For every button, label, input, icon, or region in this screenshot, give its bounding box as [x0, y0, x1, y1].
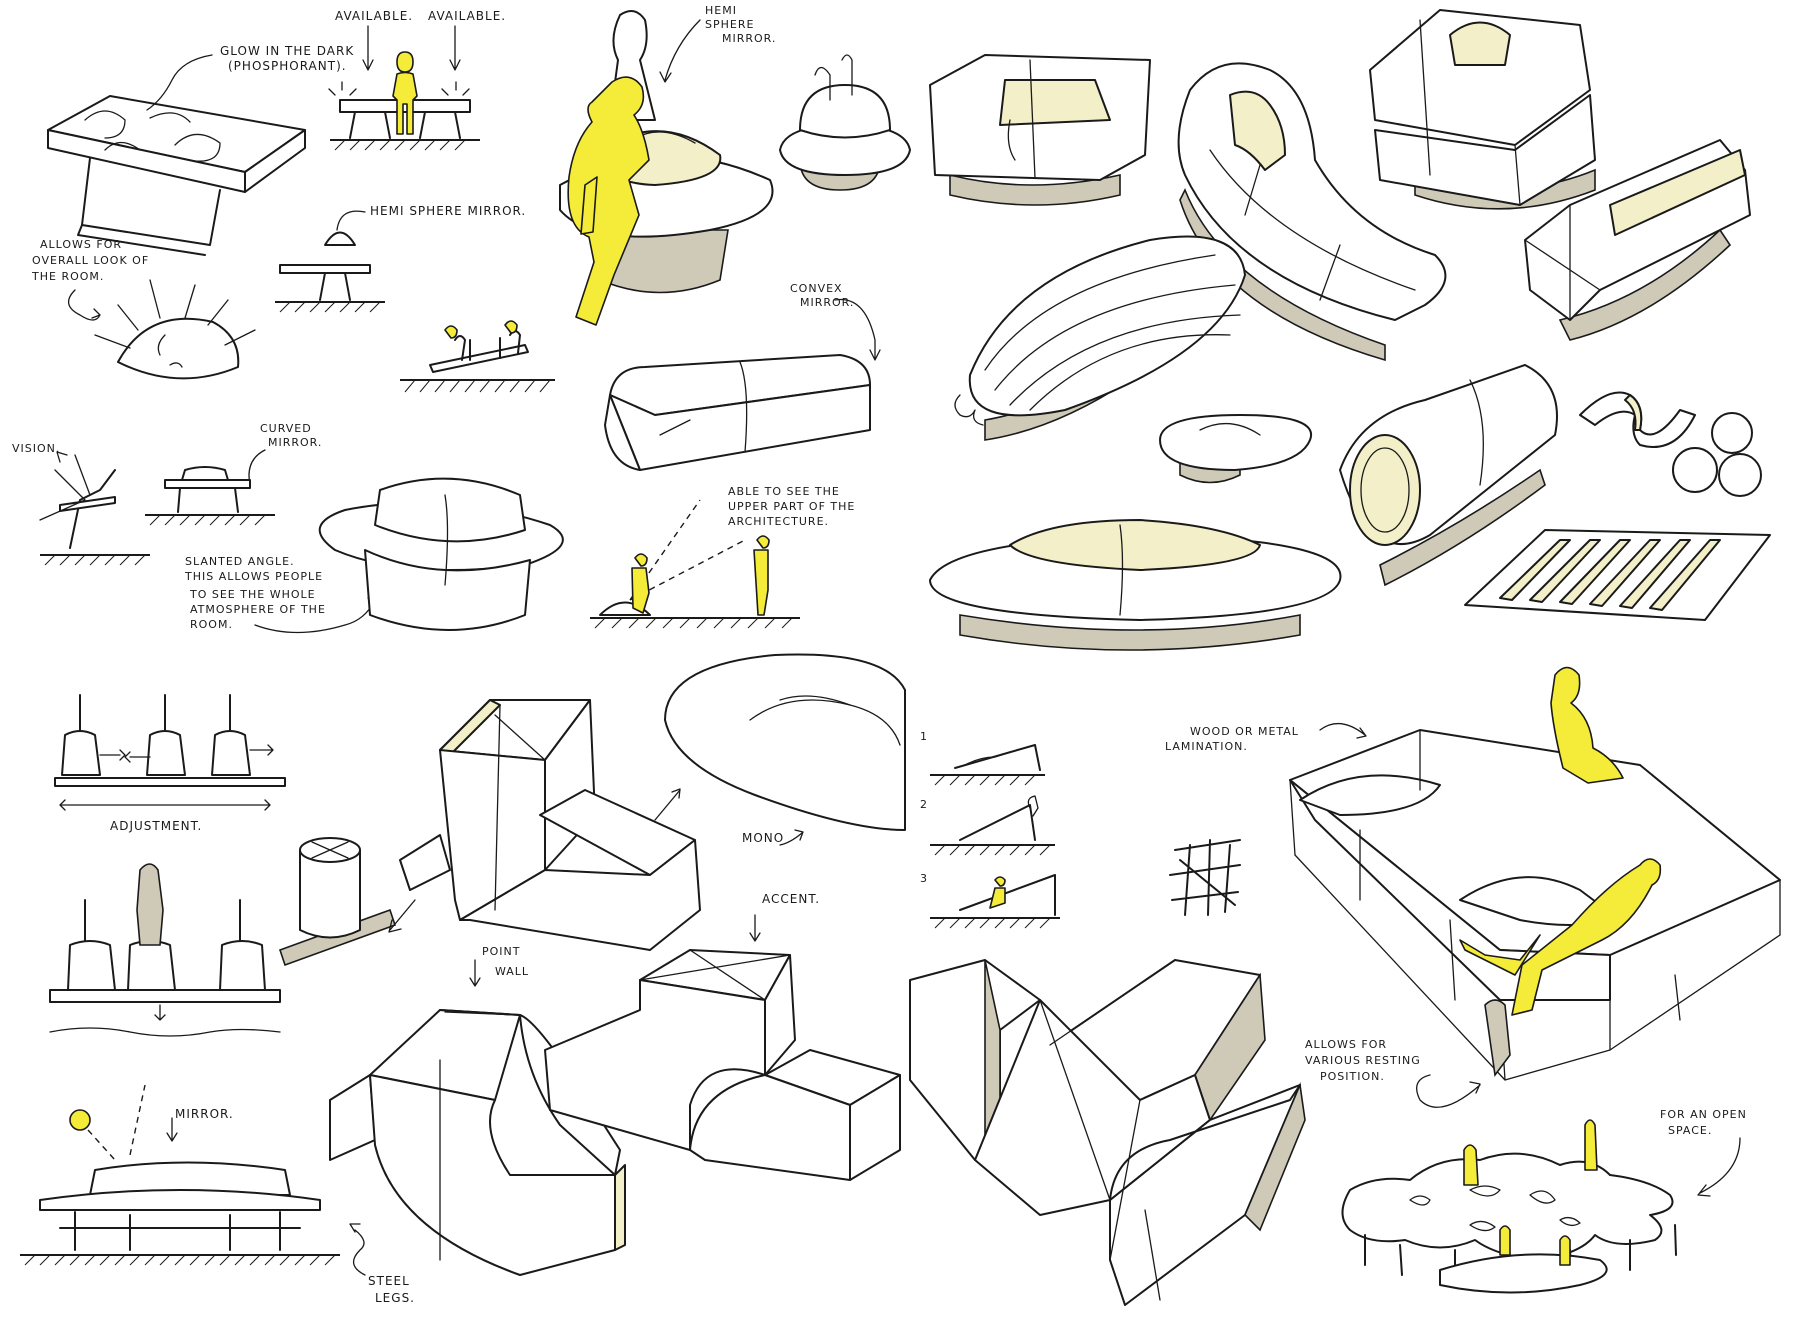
mirror-arrow: [167, 1118, 177, 1141]
accent-label: ACCENT.: [762, 892, 820, 906]
adjustment-bench-sketch: [55, 695, 285, 810]
curved-mirror-table-sketch: [145, 467, 275, 525]
hemi-label-line1: HEMI: [705, 4, 737, 17]
l-block-sketch: [400, 700, 700, 950]
step-1-label: 1: [920, 730, 928, 743]
curved-label-line1: CURVED: [260, 422, 312, 435]
mono-oval-arrow: [655, 789, 680, 820]
slanted-label-line3: TO SEE THE WHOLE: [189, 588, 316, 601]
hemi-label-line2: SPHERE: [705, 18, 754, 31]
lamination-grid-sketch: [1170, 840, 1240, 915]
resting-arrow: [1417, 1075, 1480, 1107]
platform-lounge-sketch: [1290, 668, 1780, 1081]
folded-block-sketch: [910, 960, 1305, 1305]
quadrant-bottom-right: 1 2 3 WOOD OR METAL LAMINATION.: [910, 668, 1780, 1306]
hemi-seat-sketch: [275, 233, 385, 313]
slanted-label-line2: THIS ALLOWS PEOPLE: [184, 570, 323, 583]
available-right-label: AVAILABLE.: [428, 9, 506, 23]
ribbed-capsule-sketch: [955, 237, 1245, 440]
vision-seat-sketch: [40, 452, 150, 565]
point-arrow: [470, 960, 480, 986]
mirror-label: MIRROR.: [175, 1107, 234, 1121]
convex-label-line1: CONVEX: [790, 282, 843, 295]
cube-seat-sketch: [930, 55, 1150, 205]
able-label-line1: ABLE TO SEE THE: [728, 485, 840, 498]
steel-label-line2: LEGS.: [375, 1291, 415, 1305]
available-left-arrow: [363, 26, 373, 70]
wood-label-line1: WOOD OR METAL: [1190, 725, 1299, 738]
slanted-label-line1: SLANTED ANGLE.: [185, 555, 295, 568]
open-label-line1: FOR AN OPEN: [1660, 1108, 1747, 1121]
resting-label-line3: POSITION.: [1320, 1070, 1385, 1083]
hemi-label-arrow: [660, 20, 700, 82]
allows-label-line1: ALLOWS FOR: [40, 238, 122, 251]
ufo-table-sketch: [780, 55, 910, 190]
able-label-line2: UPPER PART OF THE: [728, 500, 855, 513]
reclined-seat-sketch: [400, 321, 555, 392]
glow-arrow: [147, 55, 212, 110]
steel-label-line1: STEEL: [368, 1274, 410, 1288]
barrel-stool-sketch: [280, 838, 395, 965]
glow-label-line2: (PHOSPHORANT).: [228, 59, 347, 73]
allows-label-line2: OVERALL LOOK OF: [32, 254, 149, 267]
wave-strip-sketch: [1580, 393, 1695, 448]
resting-label-line1: ALLOWS FOR: [1305, 1038, 1387, 1051]
mono-label: MONO: [742, 831, 784, 845]
convex-label-line2: MIRROR.: [800, 296, 854, 309]
quadrant-top-right: [930, 10, 1770, 650]
barrel-arrow: [389, 900, 415, 932]
wood-label-line2: LAMINATION.: [1165, 740, 1248, 753]
slanted-label-line5: ROOM.: [190, 618, 233, 631]
curved-arrow: [249, 450, 265, 485]
hemi-label-line3: MIRROR.: [722, 32, 776, 45]
mono-oval-sketch: [665, 654, 905, 830]
resting-label-line2: VARIOUS RESTING: [1305, 1054, 1421, 1067]
point-label-line2: WALL: [495, 965, 529, 978]
wood-arrow: [1320, 724, 1366, 738]
available-right-arrow: [450, 26, 460, 70]
convex-bench-sketch: [605, 355, 870, 470]
adjustment-label: ADJUSTMENT.: [110, 819, 202, 833]
steel-arrow: [350, 1224, 365, 1275]
glow-label-line1: GLOW IN THE DARK: [220, 44, 354, 58]
oval-bench-sketch: [930, 520, 1340, 650]
accent-arrow: [750, 915, 760, 941]
curved-label-line2: MIRROR.: [268, 436, 322, 449]
glow-bench-sketch: [48, 96, 305, 255]
resting-steps-sketch: [930, 745, 1060, 928]
stacked-block-sketch: [1370, 10, 1595, 209]
bench-with-person-sketch: [50, 864, 280, 1036]
hemi-sphere-arrow: [337, 211, 365, 230]
hemi-sphere-mirror-label: HEMI SPHERE MIRROR.: [370, 204, 526, 218]
step-3-label: 3: [920, 872, 928, 885]
vision-label: VISION.: [12, 442, 60, 455]
quadrant-top-left: GLOW IN THE DARK (PHOSPHORANT). AVAILABL…: [12, 4, 910, 633]
small-dish-sketch: [1160, 415, 1311, 483]
point-label-line1: POINT: [482, 945, 520, 958]
hemi-table-sketch: [560, 11, 773, 325]
allows-label-line3: THE ROOM.: [31, 270, 104, 283]
quadrant-bottom-left: ADJUSTMENT. MIRROR. STEEL LEGS.: [20, 654, 905, 1305]
organic-table-sketch: [1343, 1120, 1677, 1293]
step-2-label: 2: [920, 798, 928, 811]
slatted-bed-sketch: [1465, 530, 1770, 620]
open-label-line2: SPACE.: [1668, 1124, 1712, 1137]
slanted-bench-sketch: [320, 479, 563, 630]
dome-mirror-sketch: [69, 280, 255, 378]
open-arrow: [1698, 1138, 1740, 1196]
able-label-line3: ARCHITECTURE.: [728, 515, 829, 528]
available-left-label: AVAILABLE.: [335, 9, 413, 23]
slanted-label-line4: ATMOSPHERE OF THE: [190, 603, 326, 616]
